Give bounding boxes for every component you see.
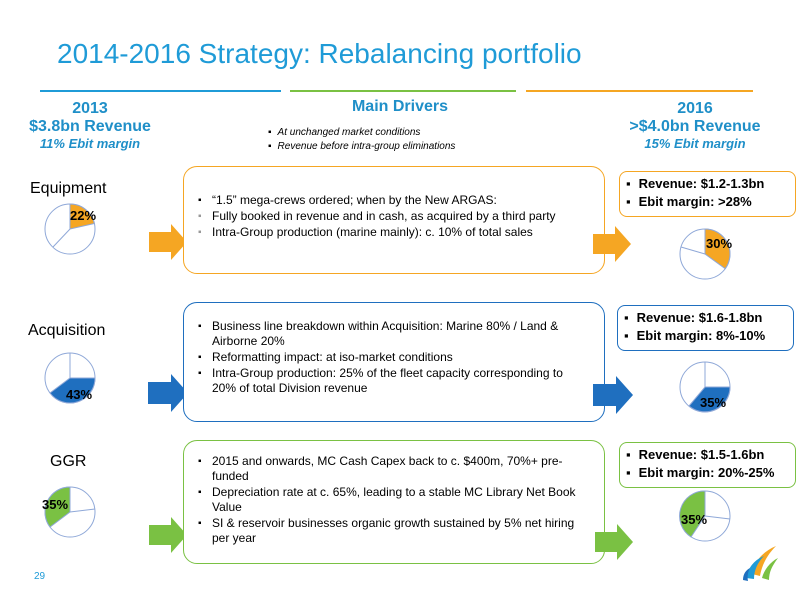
pie-2013-ggr — [44, 486, 96, 538]
header-2013-margin: 11% Ebit margin — [39, 136, 141, 151]
row-label-ggr: GGR — [50, 453, 87, 470]
page-title: 2014-2016 Strategy: Rebalancing portfoli… — [57, 38, 582, 69]
pie-2016-ggr — [679, 490, 731, 542]
driver-item: ▪Depreciation rate at c. 65%, leading to… — [198, 485, 576, 514]
header-2016-revenue: >$4.0bn Revenue — [629, 118, 761, 135]
driver-item: ▪Reformatting impact: at iso-market cond… — [198, 350, 453, 364]
pie-2013-equipment — [44, 203, 96, 255]
pie-2016-acquisition — [679, 361, 731, 413]
row-label-acquisition: Acquisition — [28, 322, 106, 339]
bullet-marker: ▪ — [198, 487, 202, 498]
arrow-out-ggr — [595, 524, 633, 560]
kpi-box-equipment: Revenue: $1.2-1.3bn Ebit margin: >28% — [619, 171, 796, 217]
pie-2013-ggr-label: 35% — [42, 497, 69, 512]
pie-2016-equipment-label: 30% — [706, 236, 733, 251]
kpi-revenue: Revenue: $1.6-1.8bn — [624, 309, 787, 327]
pie-2016-ggr-label: 35% — [681, 512, 708, 527]
title-rule-green — [290, 90, 516, 92]
drivers-box-equipment: ▪“1.5” mega-crews ordered; when by the N… — [183, 166, 605, 274]
driver-item: ▪SI & reservoir businesses organic growt… — [198, 516, 575, 545]
header-2016-year: 2016 — [677, 100, 713, 117]
main-drivers-title: Main Drivers — [351, 98, 449, 115]
kpi-revenue: Revenue: $1.5-1.6bn — [626, 446, 789, 464]
driver-item: ▪2015 and onwards, MC Cash Capex back to… — [198, 454, 563, 483]
header-2016: 2016 >$4.0bn Revenue 15% Ebit margin — [610, 100, 780, 152]
main-drivers-note: Revenue before intra-group eliminations — [268, 140, 456, 154]
pie-2016-equipment — [679, 228, 731, 280]
bullet-marker: ▪ — [198, 368, 202, 379]
drivers-box-ggr: ▪2015 and onwards, MC Cash Capex back to… — [183, 440, 605, 564]
kpi-ebit-margin: Ebit margin: 8%-10% — [624, 327, 787, 345]
header-2016-margin: 15% Ebit margin — [644, 136, 746, 151]
driver-item: ▪Intra-Group production: 25% of the flee… — [198, 366, 563, 395]
arrow-out-equipment — [593, 226, 631, 262]
kpi-ebit-margin: Ebit margin: 20%-25% — [626, 464, 789, 482]
driver-item: ▪“1.5” mega-crews ordered; when by the N… — [198, 193, 497, 207]
driver-item: ▪Business line breakdown within Acquisit… — [198, 319, 559, 348]
arrow-in-acquisition — [148, 374, 188, 412]
pie-2016-acquisition-label: 35% — [700, 395, 727, 410]
row-label-equipment: Equipment — [30, 180, 107, 197]
kpi-revenue: Revenue: $1.2-1.3bn — [626, 175, 789, 193]
driver-item: ▪Fully booked in revenue and in cash, as… — [198, 209, 556, 223]
title-rule-orange — [526, 90, 753, 92]
kpi-box-ggr: Revenue: $1.5-1.6bn Ebit margin: 20%-25% — [619, 442, 796, 488]
bullet-marker: ▪ — [198, 518, 202, 529]
main-drivers-note: At unchanged market conditions — [268, 126, 455, 140]
bullet-marker: ▪ — [198, 195, 202, 206]
arrow-in-equipment — [149, 224, 187, 260]
page-number: 29 — [34, 571, 46, 582]
bullet-marker: ▪ — [198, 352, 202, 363]
bullet-marker: ▪ — [198, 456, 202, 467]
company-logo — [743, 546, 778, 581]
title-rule-blue — [40, 90, 281, 92]
header-main-drivers: Main Drivers — [300, 98, 500, 116]
kpi-box-acquisition: Revenue: $1.6-1.8bn Ebit margin: 8%-10% — [617, 305, 794, 351]
driver-item: ▪Intra-Group production (marine mainly):… — [198, 225, 533, 239]
header-2013: 2013 $3.8bn Revenue 11% Ebit margin — [10, 100, 170, 152]
main-drivers-notes: At unchanged market conditions Revenue b… — [268, 126, 456, 154]
bullet-marker: ▪ — [198, 211, 202, 222]
arrow-out-acquisition — [593, 376, 633, 414]
bullet-marker: ▪ — [198, 227, 202, 238]
arrow-in-ggr — [149, 517, 187, 553]
drivers-box-acquisition: ▪Business line breakdown within Acquisit… — [183, 302, 605, 422]
pie-2013-acquisition — [44, 352, 96, 404]
bullet-marker: ▪ — [198, 321, 202, 332]
pie-2013-acquisition-label: 43% — [66, 387, 93, 402]
header-2013-year: 2013 — [72, 100, 108, 117]
pie-2013-equipment-label: 22% — [70, 208, 97, 223]
header-2013-revenue: $3.8bn Revenue — [29, 118, 151, 135]
kpi-ebit-margin: Ebit margin: >28% — [626, 193, 789, 211]
